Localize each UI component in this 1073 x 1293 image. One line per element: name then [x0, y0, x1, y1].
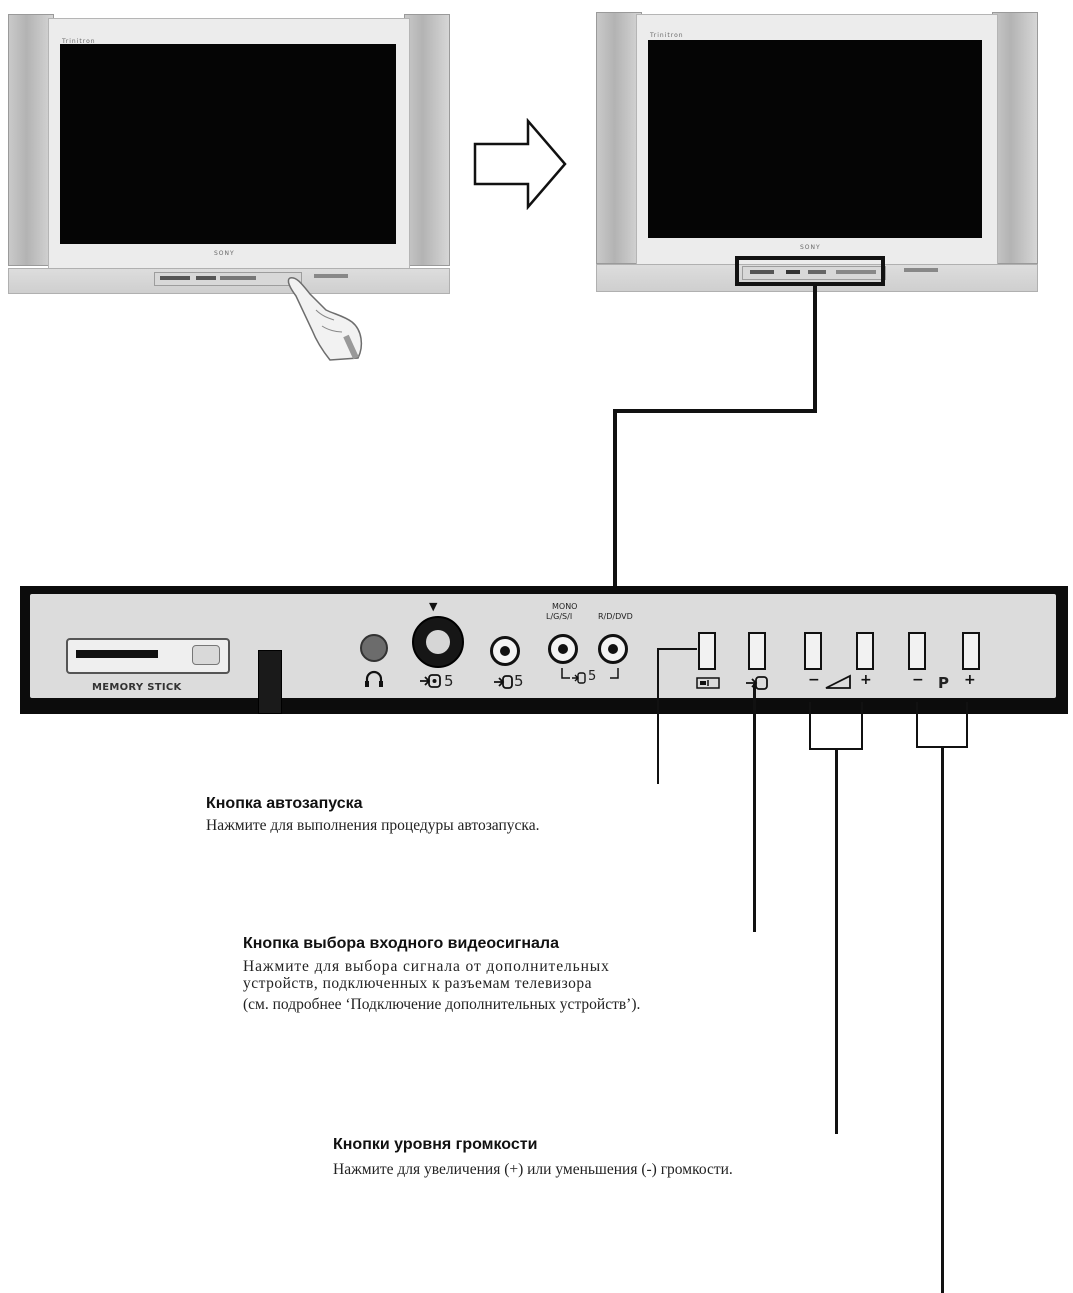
- volume-plus-sign: +: [860, 672, 872, 688]
- hand-pointer-icon: [287, 276, 363, 361]
- headphone-icon: [365, 670, 383, 687]
- program-label: P: [938, 674, 949, 692]
- input-select-leader-line: [753, 684, 756, 932]
- headphone-jack[interactable]: [360, 634, 388, 662]
- arrow-right-icon: [473, 118, 567, 210]
- volume-minus-sign: −: [808, 672, 820, 688]
- svideo-input-icon: [420, 674, 441, 688]
- input-select-description-line3: (см. подробнее ‘Подключение дополнительн…: [243, 996, 641, 1013]
- audio-input-number: 5: [588, 669, 597, 684]
- audio-input-bracket-icon: [561, 668, 619, 684]
- volume-title: Кнопки уровня громкости: [333, 1136, 538, 1153]
- autostart-description: Нажмите для выполнения процедуры автозап…: [206, 817, 540, 834]
- mono-label-line2: L/G/S/I: [546, 612, 573, 621]
- video-input-jack[interactable]: [490, 636, 520, 666]
- svideo-input-number: 5: [444, 672, 454, 690]
- video-input-number: 5: [514, 672, 524, 690]
- tv-open-icon: Trinitron SONY: [596, 12, 1038, 292]
- program-leader-line: [941, 746, 944, 1293]
- rdvd-label: R/D/DVD: [598, 612, 633, 621]
- program-bracket: [916, 702, 918, 748]
- volume-up-button[interactable]: [856, 632, 874, 670]
- audio-left-jack[interactable]: [548, 634, 578, 664]
- tv-closed-icon: Trinitron SONY: [8, 14, 450, 294]
- svideo-jack-icon[interactable]: [412, 616, 464, 668]
- volume-leader-line: [835, 748, 838, 1134]
- connector-line: [613, 409, 817, 413]
- panel-highlight-box: [735, 256, 885, 286]
- program-minus-sign: −: [912, 672, 924, 688]
- program-plus-sign: +: [964, 672, 976, 688]
- triangle-marker-icon: ▼: [429, 600, 438, 613]
- power-switch[interactable]: [258, 650, 282, 714]
- input-select-description-line2: устройств, подключенных к разъемам телев…: [243, 975, 592, 992]
- autostart-title: Кнопка автозапуска: [206, 795, 363, 812]
- program-up-button[interactable]: [962, 632, 980, 670]
- input-select-title: Кнопка выбора входного видеосигнала: [243, 935, 559, 952]
- front-panel: MEMORY STICK ▼ 5 5 MONO L/G/S/I R: [20, 586, 1068, 714]
- mono-label-line1: MONO: [552, 602, 578, 611]
- volume-icon: [825, 674, 851, 689]
- connector-line: [813, 285, 817, 413]
- volume-down-button[interactable]: [804, 632, 822, 670]
- volume-description: Нажмите для увеличения (+) или уменьшени…: [333, 1161, 733, 1178]
- program-bracket: [966, 702, 968, 748]
- video-input-icon: [494, 675, 513, 689]
- memory-stick-slot[interactable]: [66, 638, 230, 674]
- audio-right-jack[interactable]: [598, 634, 628, 664]
- connector-line: [613, 409, 617, 589]
- input-select-icon: [746, 676, 768, 690]
- memory-stick-label: MEMORY STICK: [92, 682, 182, 693]
- program-down-button[interactable]: [908, 632, 926, 670]
- autostart-icon: [696, 677, 720, 689]
- volume-bracket: [861, 702, 863, 750]
- volume-bracket: [809, 702, 811, 750]
- autostart-button[interactable]: [698, 632, 716, 670]
- input-select-description-line1: Нажмите для выбора сигнала от дополнител…: [243, 958, 610, 975]
- autostart-leader-line: [657, 648, 697, 650]
- input-select-button[interactable]: [748, 632, 766, 670]
- autostart-leader-line: [657, 648, 659, 784]
